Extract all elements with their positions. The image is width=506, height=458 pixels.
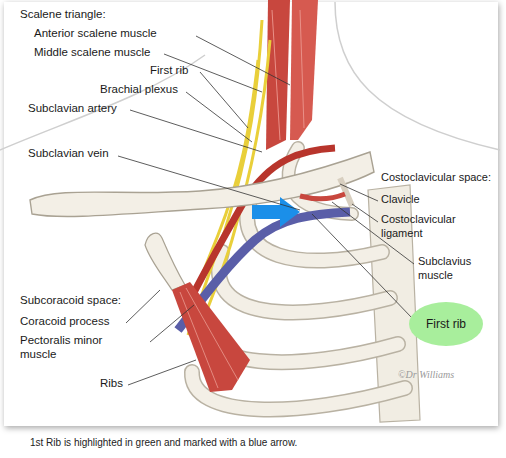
part-label: Anterior scalene muscle bbox=[34, 26, 157, 40]
section-heading: Scalene triangle: bbox=[20, 7, 106, 21]
part-label: Pectoralis minor muscle bbox=[20, 333, 120, 361]
part-label: Subclavian artery bbox=[28, 101, 117, 115]
part-label: Clavicle bbox=[381, 192, 420, 206]
figure-caption: 1st Rib is highlighted in green and mark… bbox=[30, 437, 297, 448]
highlight-ellipse: First rib bbox=[409, 302, 483, 346]
part-label: First rib bbox=[426, 317, 466, 331]
part-label: Ribs bbox=[100, 376, 123, 390]
section-heading: Subcoracoid space: bbox=[20, 293, 121, 307]
part-label: Subclavius muscle bbox=[418, 254, 488, 282]
part-label: Middle scalene muscle bbox=[34, 45, 150, 59]
part-label: Subclavian vein bbox=[28, 146, 109, 160]
part-label: Costoclavicular ligament bbox=[381, 212, 481, 240]
part-label: Coracoid process bbox=[20, 314, 109, 328]
part-label: First rib bbox=[150, 63, 188, 77]
part-label: Brachial plexus bbox=[100, 82, 178, 96]
watermark: ©Dr Williams bbox=[398, 368, 454, 382]
section-heading: Costoclavicular space: bbox=[381, 170, 491, 184]
